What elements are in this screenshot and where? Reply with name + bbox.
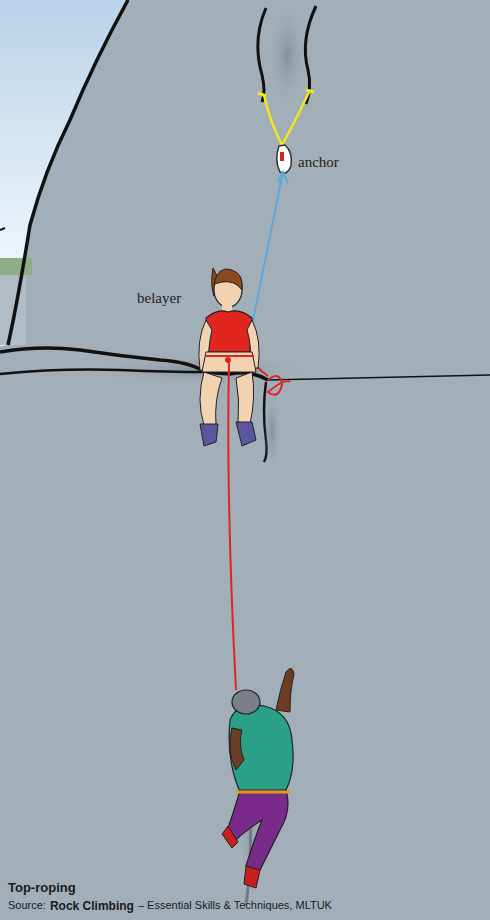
source-text: – Essential Skills & Techniques, MLTUK xyxy=(138,899,332,913)
climber-figure xyxy=(222,668,294,888)
belay-tie xyxy=(268,376,290,395)
anchor-sling xyxy=(258,90,314,96)
anchor-sling xyxy=(264,90,310,145)
rock-edge xyxy=(0,228,5,230)
source-text: Rock Climbing xyxy=(50,899,134,913)
source-text: Source: xyxy=(8,899,46,913)
sky xyxy=(0,0,128,346)
crack-shadow xyxy=(269,5,305,105)
rope-direction xyxy=(278,172,288,183)
callout-label: anchor xyxy=(298,154,339,171)
ledge-edge xyxy=(268,375,490,380)
crack-shadow xyxy=(264,390,280,470)
ledge-edge xyxy=(0,370,205,375)
carabiner xyxy=(277,145,292,173)
callout-label: belayer xyxy=(137,290,181,307)
source-line: Source: Rock Climbing – Essential Skills &… xyxy=(8,899,336,913)
distant-rock xyxy=(0,275,26,345)
red-rope xyxy=(228,362,236,690)
rock-edge xyxy=(8,0,128,345)
anchor-crack xyxy=(258,8,266,102)
caption-title: Top-roping xyxy=(8,880,76,895)
carabiner-gate xyxy=(280,152,284,161)
distant-ground xyxy=(0,258,32,275)
blue-rope xyxy=(248,172,283,345)
